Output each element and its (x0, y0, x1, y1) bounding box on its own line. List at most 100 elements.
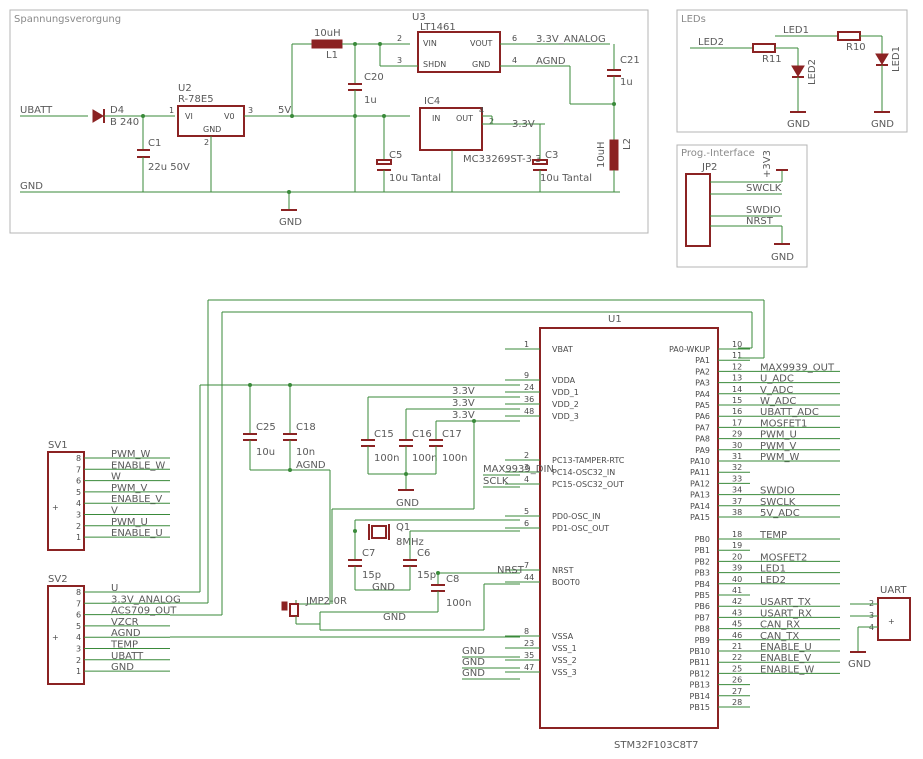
c17-value: 100n (442, 453, 467, 464)
mcu-left-pin-num: 48 (524, 407, 534, 416)
u3-value: LT1461 (420, 22, 456, 33)
mcu-right-net: ENABLE_V (760, 653, 811, 664)
mcu-right-pin-num: 43 (732, 608, 742, 617)
mcu-left-pin-num: 24 (524, 383, 534, 392)
mcu-right-pin-num: 18 (732, 530, 742, 539)
mcu-right-pin-num: 27 (732, 687, 742, 696)
mcu-right-pin-num: 25 (732, 664, 742, 673)
jmp-label: JMP2-0R (305, 596, 347, 607)
regulator-ic4: IC4 IN OUT MC33269ST-3.3 4 2 (419, 96, 545, 165)
power-circuit: UBATT D4 B 240 C1 22u 50V U2 R-78E5 VI V… (20, 12, 640, 228)
sv-pin-net: 3.3V_ANALOG (111, 594, 181, 605)
mcu-right-pin-name: PA2 (695, 367, 710, 376)
vss1-net: GND (462, 646, 485, 657)
sv-pin-net: AGND (111, 628, 141, 639)
mcu-right-pin-num: 31 (732, 452, 742, 461)
c6-value: 15p (417, 570, 436, 581)
reference-u3: U3 LT1461 VIN VOUT SHDN GND 2 3 6 4 (379, 12, 610, 73)
net-swdio-prog: SWDIO (746, 205, 781, 216)
mcu-right-pin-num: 37 (732, 497, 742, 506)
c21-value: 1u (620, 77, 633, 88)
c8-name: C8 (446, 574, 459, 585)
sv-pin-net: W (111, 472, 121, 483)
mcu-left-pin-name: PD1-OSC_OUT (552, 524, 609, 533)
sv-pin-num: 6 (76, 611, 81, 620)
mcu-right-pin-name: PA11 (690, 468, 710, 477)
mcu-left-pin-num: 1 (524, 340, 529, 349)
mcu-right-pin-name: PB10 (690, 647, 711, 656)
mcu-right-pin-name: PA7 (695, 423, 710, 432)
c7-value: 15p (362, 570, 381, 581)
mcu-right-net: PWM_U (760, 430, 797, 441)
mcu-left-pin-name: VDD_3 (552, 412, 579, 421)
prog-section: Prog.-Interface (676, 144, 808, 268)
mcu-right-net: LED2 (760, 575, 786, 586)
u2-vi: VI (185, 112, 193, 121)
mcu-right-pin-num: 10 (732, 340, 742, 349)
svg-text:2: 2 (204, 138, 209, 147)
capacitor-c3: C3 10u Tantal (532, 124, 592, 192)
pc15-net: SCLK (483, 476, 509, 487)
sv1-name: SV1 (48, 440, 68, 451)
mcu-right-pin-name: PB1 (695, 546, 710, 555)
mcu-right-pin-name: PB13 (690, 681, 711, 690)
gnd-xtal: GND (372, 582, 395, 593)
sv-pin-net: V (111, 506, 118, 517)
sv-pin-num: 2 (76, 522, 81, 531)
mcu-right-pin-num: 28 (732, 698, 742, 707)
mcu-right-pin-num: 38 (732, 508, 742, 517)
svg-text:3: 3 (248, 106, 253, 115)
c6-name: C6 (417, 548, 430, 559)
net-5v: 5V (278, 105, 291, 116)
ic4-name: IC4 (424, 96, 440, 107)
net-gnd: GND (20, 181, 43, 192)
gnd-symbol-power: GND (279, 192, 302, 228)
c15-name: C15 (374, 429, 394, 440)
sv-pin-net: ACS709_OUT (111, 606, 177, 617)
inductor-l1: 10uH L1 (311, 28, 343, 61)
mcu-right-pin-num: 11 (732, 351, 742, 360)
mcu-u1: U1 STM32F103C8T7 1VBAT9VDDA24VDD_136VDD_… (505, 314, 840, 751)
mcu-left-pin-num: 2 (524, 451, 529, 460)
r11-label: R11 (762, 54, 782, 65)
mcu-right-pin-num: 12 (732, 362, 742, 371)
d4-value: B 240 (110, 117, 139, 128)
net-nrst-prog: NRST (746, 216, 774, 227)
vdd2-net: 3.3V (452, 398, 475, 409)
sv-pin-net: U (111, 583, 118, 594)
uart-name: UART (880, 585, 907, 596)
mcu-right-pin-name: PB4 (695, 580, 710, 589)
sv-pin-num: 2 (76, 656, 81, 665)
mcu-right-net: PWM_V (760, 441, 797, 452)
vss3-net: GND (462, 668, 485, 679)
sv-pin-num: 7 (76, 465, 81, 474)
mcu-right-pin-num: 14 (732, 385, 742, 394)
sv-pin-num: 7 (76, 599, 81, 608)
mcu-left-pin-num: 47 (524, 663, 534, 672)
agnd-mcu: AGND (296, 460, 326, 471)
u3-vout: VOUT (470, 39, 492, 48)
net-ubatt: UBATT (20, 105, 53, 116)
connector-uart: UART + 2 3 4 GND (848, 585, 911, 670)
sv-pin-net: ENABLE_V (111, 494, 162, 505)
mcu-right-pin-num: 33 (732, 474, 742, 483)
leds-section-title: LEDs (681, 14, 706, 25)
c16-value: 100n (412, 453, 437, 464)
mcu-left-pins: 1VBAT9VDDA24VDD_136VDD_248VDD_32PC13-TAM… (505, 340, 625, 677)
capacitor-c1: C1 22u 50V (137, 116, 190, 192)
c17-name: C17 (442, 429, 462, 440)
mcu-left-pin-num: 5 (524, 507, 529, 516)
svg-text:1: 1 (169, 106, 174, 115)
mcu-right-pin-name: PA10 (690, 457, 710, 466)
mcu-right-pin-num: 16 (732, 407, 742, 416)
mcu-right-net: W_ADC (760, 396, 796, 407)
gnd-boot: GND (383, 612, 406, 623)
sv-pin-net: PWM_U (111, 517, 148, 528)
ic4-value: MC33269ST-3.3 (463, 154, 541, 165)
capacitor-c20: C20 1u (348, 44, 384, 192)
gnd-led1: GND (871, 119, 894, 130)
mcu-left-pin-name: PC15-OSC32_OUT (552, 480, 624, 489)
svg-text:+: + (52, 633, 59, 642)
c25-value: 10u (256, 447, 275, 458)
